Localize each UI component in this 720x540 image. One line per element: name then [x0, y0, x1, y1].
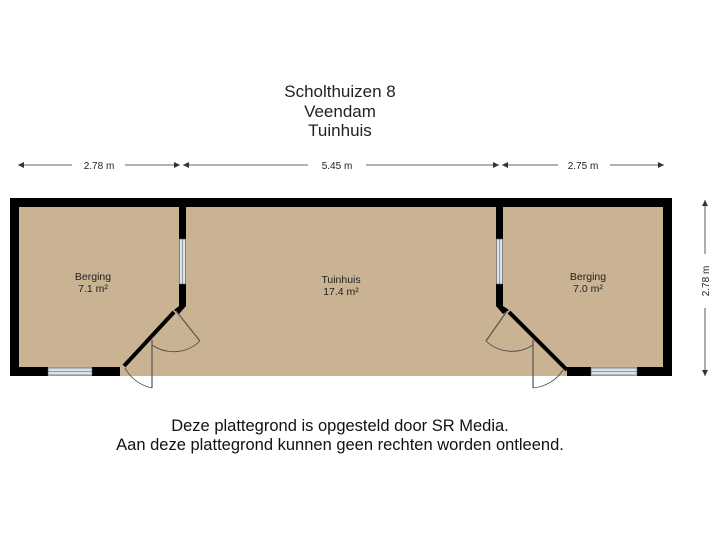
address-title: Scholthuizen 8	[284, 82, 396, 101]
room-name-berging-right: Berging	[570, 271, 606, 283]
dimension-lines	[18, 162, 708, 376]
room-name-berging-left: Berging	[75, 271, 111, 283]
dimension-label-top-right: 2.75 m	[568, 161, 599, 172]
room-name-tuinhuis: Tuinhuis	[321, 274, 360, 286]
disclaimer-line-1: Deze plattegrond is opgesteld door SR Me…	[171, 417, 509, 435]
dimension-label-top-left: 2.78 m	[84, 161, 115, 172]
building-title: Tuinhuis	[308, 121, 372, 140]
room-area-tuinhuis: 17.4 m²	[323, 286, 359, 298]
dimension-label-top-middle: 5.45 m	[322, 161, 353, 172]
room-area-berging-left: 7.1 m²	[78, 283, 108, 295]
dimension-label-right-side: 2.78 m	[701, 266, 712, 297]
windows	[47, 238, 638, 376]
city-title: Veendam	[304, 102, 376, 121]
doors	[122, 310, 569, 389]
floor-area	[18, 206, 664, 376]
room-area-berging-right: 7.0 m²	[573, 283, 603, 295]
disclaimer-line-2: Aan deze plattegrond kunnen geen rechten…	[116, 436, 564, 454]
outer-walls	[10, 198, 672, 376]
